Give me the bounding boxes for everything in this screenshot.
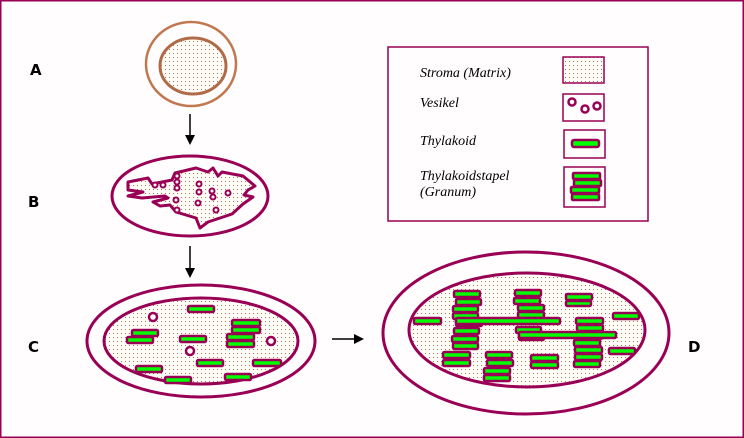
thylakoid <box>482 373 512 383</box>
thylakoid <box>178 334 208 344</box>
thylakoid <box>230 325 262 335</box>
stage-label-b: B <box>28 193 39 211</box>
inner-membrane-stroma <box>158 36 228 96</box>
thylakoid <box>134 364 164 374</box>
thylakoid <box>572 359 602 369</box>
legend-label-granum-line2: (Granum) <box>420 185 476 200</box>
thylakoid <box>564 292 594 302</box>
thylakoids-and-grana <box>412 288 641 383</box>
legend: Stroma (Matrix) Vesikel Thylakoid Thylak… <box>387 46 649 222</box>
stage-a-proplastid <box>144 20 238 108</box>
thylakoid <box>611 311 641 321</box>
thylakoid <box>529 360 560 370</box>
stroma-swatch-icon <box>562 56 605 84</box>
thylakoid <box>454 316 562 326</box>
thylakoid <box>512 296 542 306</box>
thylakoid <box>513 288 543 298</box>
thylakoid <box>575 323 605 333</box>
thylakoid <box>225 332 256 342</box>
thylakoid <box>230 318 262 328</box>
thylakoid <box>450 334 480 344</box>
thylakoid <box>607 346 637 356</box>
thylakoid <box>516 303 546 313</box>
stage-label-d: D <box>688 338 700 356</box>
vesicles <box>151 172 232 214</box>
thylakoid <box>251 358 283 368</box>
thylakoid <box>130 328 160 338</box>
thylakoid <box>163 375 193 385</box>
stage-c-chloroplast <box>85 283 317 399</box>
thylakoid <box>485 358 515 368</box>
thylakoid <box>529 353 560 363</box>
thylakoid <box>451 304 480 314</box>
legend-label-stroma: Stroma (Matrix) <box>420 66 511 81</box>
thylakoid <box>125 335 155 345</box>
thylakoid <box>517 330 618 340</box>
legend-label-thylakoid: Thylakoid <box>420 134 477 149</box>
thylakoid <box>572 338 602 348</box>
stage-d-mature-chloroplast <box>381 250 671 416</box>
thylakoid <box>223 372 253 382</box>
thylakoid <box>225 339 256 349</box>
thylakoid <box>186 304 216 314</box>
thylakoid <box>573 352 604 362</box>
thylakoid <box>195 358 225 368</box>
thylakoid <box>412 316 443 326</box>
thylakoid <box>441 358 472 368</box>
thylakoid <box>564 299 593 308</box>
stage-label-a: A <box>30 61 42 79</box>
thylakoid <box>451 341 480 351</box>
stage-label-c: C <box>28 338 39 356</box>
thylakoid <box>452 326 481 336</box>
stage-b-developing-plastid <box>110 154 270 238</box>
thylakoid <box>441 350 472 360</box>
legend-label-granum-line1: Thylakoidstapel <box>420 169 510 184</box>
thylakoid <box>454 297 483 307</box>
legend-label-vesicle: Vesikel <box>420 96 459 111</box>
thylakoid <box>452 289 482 299</box>
invaginating-inner-membrane <box>126 166 257 230</box>
vesicles <box>147 311 277 357</box>
thylakoid <box>574 316 605 326</box>
thylakoid <box>573 345 604 355</box>
thylakoids <box>125 304 283 385</box>
thylakoid <box>484 350 514 360</box>
thylakoid <box>482 366 512 376</box>
